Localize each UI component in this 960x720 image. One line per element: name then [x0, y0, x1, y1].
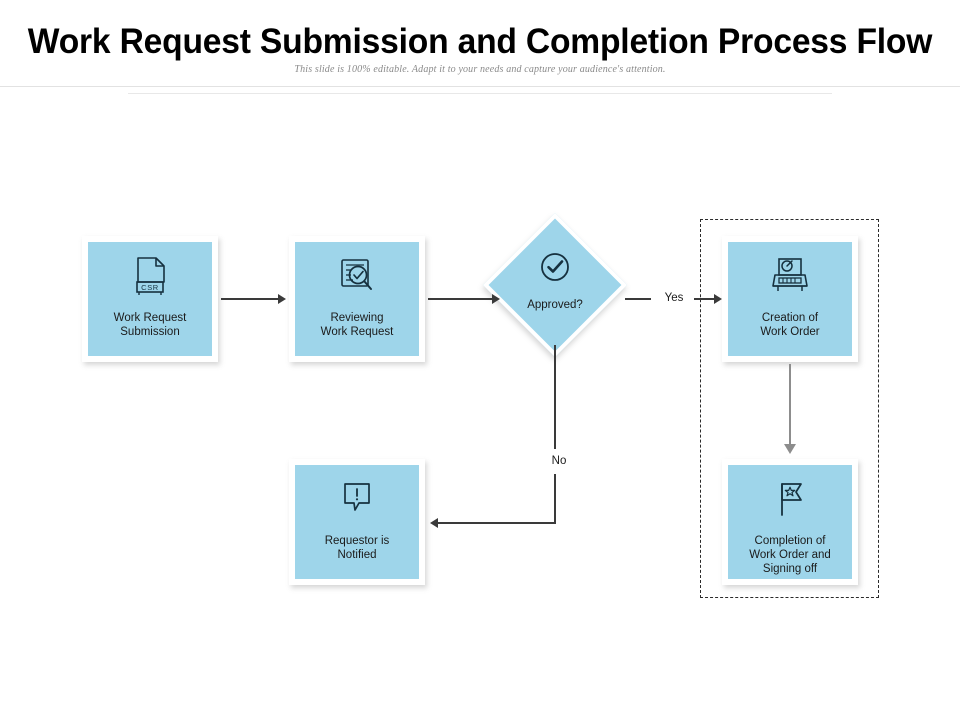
node-approved-decision[interactable] [482, 212, 628, 358]
node-creation-of-work-order[interactable]: Creation of Work Order [722, 236, 858, 362]
svg-text:CSR: CSR [141, 283, 159, 292]
node-body: Completion of Work Order and Signing off [728, 465, 852, 579]
speech-bubble-alert-icon [337, 478, 377, 522]
connector-creation-to-completion [789, 364, 791, 446]
connector-decision-to-notified-horizontal [438, 522, 556, 524]
work-order-group-region [700, 219, 879, 598]
connector-decision-to-creation-arrow [714, 294, 722, 304]
node-body: Creation of Work Order [728, 242, 852, 356]
node-label: Requestor is Notified [324, 535, 390, 561]
connector-decision-to-notified-vertical-top [554, 345, 556, 449]
header-divider-inner [128, 93, 832, 94]
document-review-magnifier-icon [336, 255, 378, 299]
node-reviewing-work-request[interactable]: Reviewing Work Request [289, 236, 425, 362]
connector-submission-to-reviewing [221, 298, 279, 300]
page-subtitle: This slide is 100% editable. Adapt it to… [294, 64, 666, 75]
node-body: CSR Work Request Submission [88, 242, 212, 356]
connector-reviewing-to-decision-arrow [492, 294, 500, 304]
slide-header: Work Request Submission and Completion P… [0, 0, 960, 94]
connector-decision-to-creation-right [694, 298, 716, 300]
typewriter-document-icon [768, 255, 812, 299]
document-csr-icon: CSR [130, 255, 170, 299]
node-body: Reviewing Work Request [295, 242, 419, 356]
header-divider-full [0, 86, 960, 87]
node-label: Creation of Work Order [760, 312, 820, 338]
connector-reviewing-to-decision [428, 298, 493, 300]
connector-decision-to-notified-arrow [430, 518, 438, 528]
node-completion-of-work-order[interactable]: Completion of Work Order and Signing off [722, 459, 858, 585]
page-title: Work Request Submission and Completion P… [27, 22, 933, 61]
connector-decision-to-notified-vertical-bottom [554, 474, 556, 524]
node-body: Requestor is Notified [295, 465, 419, 579]
node-requestor-is-notified[interactable]: Requestor is Notified [289, 459, 425, 585]
flag-star-icon [770, 478, 810, 522]
connector-label-yes: Yes [652, 291, 696, 305]
node-label: Completion of Work Order and Signing off [749, 535, 831, 575]
node-label: Work Request Submission [113, 312, 187, 338]
connector-decision-to-creation-left [625, 298, 651, 300]
node-work-request-submission[interactable]: CSR Work Request Submission [82, 236, 218, 362]
node-label: Reviewing Work Request [320, 312, 394, 338]
connector-creation-to-completion-arrow [784, 444, 796, 454]
connector-label-no: No [538, 454, 580, 468]
connector-submission-to-reviewing-arrow [278, 294, 286, 304]
